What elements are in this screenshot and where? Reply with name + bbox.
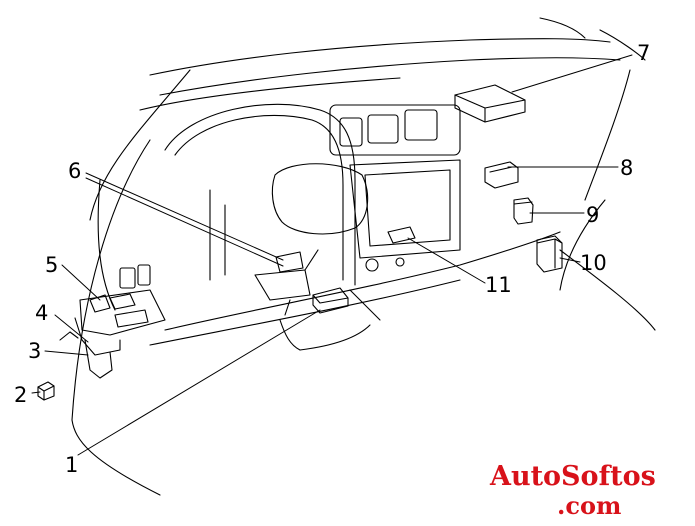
dashboard-outline — [71, 17, 656, 496]
callout-10: 10 — [580, 251, 607, 275]
callout-11: 11 — [485, 273, 512, 297]
callout-8: 8 — [620, 156, 633, 180]
watermark: AutoSoftos .com — [489, 461, 656, 520]
callout-7: 7 — [637, 41, 650, 65]
component-8 — [484, 161, 519, 189]
component-9 — [513, 197, 534, 225]
center-panel — [329, 104, 461, 272]
callout-2: 2 — [14, 383, 27, 407]
component-2 — [37, 381, 55, 401]
callout-4: 4 — [35, 301, 48, 325]
callout-9: 9 — [586, 203, 599, 227]
watermark-line1: AutoSoftos — [489, 461, 656, 492]
callout-labels: 1 2 3 4 5 6 7 8 9 10 11 — [14, 41, 650, 477]
component-6 — [275, 251, 304, 273]
component-10 — [536, 235, 563, 273]
component-7 — [454, 84, 526, 123]
component-11 — [387, 226, 416, 244]
callout-1: 1 — [65, 453, 78, 477]
leader-lines — [31, 54, 633, 456]
junction-block-left — [59, 264, 166, 379]
watermark-line2: .com — [557, 491, 621, 520]
callout-5: 5 — [45, 253, 58, 277]
callout-3: 3 — [28, 339, 41, 363]
steering-wheel-area — [164, 103, 369, 301]
callout-6: 6 — [68, 159, 81, 183]
component-1 — [312, 287, 349, 314]
